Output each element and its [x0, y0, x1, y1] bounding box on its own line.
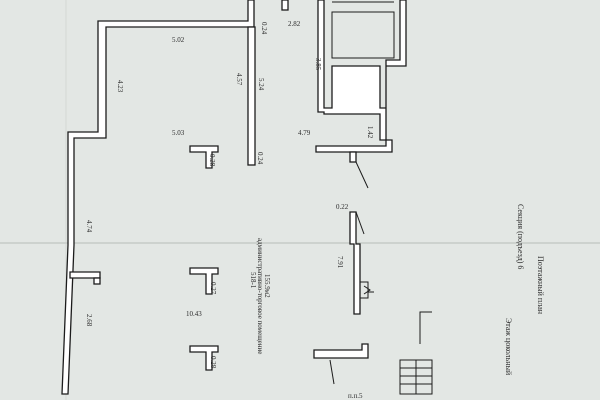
partition-wall-lower — [349, 211, 361, 315]
interior-wall — [247, 26, 256, 166]
dim-0-27: 0.27 — [209, 282, 217, 295]
room-area: 155.9м2 — [263, 274, 271, 298]
window-notch — [360, 281, 369, 299]
dim-4-79: 4.79 — [298, 129, 311, 137]
room-name: административно-торговое помещение — [256, 238, 264, 354]
door-swing-upper — [355, 161, 369, 189]
right-leader — [419, 311, 432, 344]
dim-10-43: 10.43 — [186, 310, 202, 318]
title-section: Секция (подъезд) 6 — [516, 204, 525, 269]
dim-0-24-mid: 0.24 — [256, 152, 264, 165]
dim-5-24: 5.24 — [257, 78, 265, 91]
column-d — [69, 271, 101, 279]
dim-5-03: 5.03 — [172, 129, 185, 137]
title-floor: Этаж цокольный — [504, 318, 513, 376]
dim-2-68: 2.68 — [85, 314, 93, 327]
partition-wall-upper — [315, 139, 393, 153]
dim-3-85: 3.85 — [314, 58, 322, 71]
wall-stub-upper — [349, 151, 357, 163]
column-c — [189, 345, 219, 371]
dim-0-28-b: 0.28 — [209, 356, 217, 369]
door-swing-lower — [355, 211, 365, 235]
bottom-mark: п.п.5 — [348, 392, 363, 400]
room-number: 518-1 — [249, 272, 257, 289]
column-stub-top — [281, 0, 289, 11]
notch-arrow — [363, 285, 371, 295]
dim-1-42: 1.42 — [366, 126, 374, 139]
dim-5-02: 5.02 — [172, 36, 185, 44]
dim-7-91: 7.91 — [336, 256, 344, 269]
dim-0-28-a: 0.28 — [208, 154, 216, 167]
stair-cell-upper — [331, 11, 395, 59]
outer-wall-left — [61, 0, 255, 395]
lower-leader — [329, 359, 335, 385]
column-b — [189, 267, 219, 295]
dim-0-22: 0.22 — [336, 203, 349, 211]
dim-4-57: 4.57 — [235, 73, 243, 86]
column-d-stub — [93, 277, 101, 285]
dim-4-23: 4.23 — [116, 80, 124, 93]
title-plan-type: Поэтажный план — [536, 256, 545, 315]
stair-block — [317, 0, 407, 141]
dim-0-24-top: 0.24 — [260, 22, 268, 35]
dim-2-82: 2.82 — [288, 20, 301, 28]
column-a — [189, 145, 219, 169]
partition-wall-bottom — [313, 343, 369, 359]
dim-4-74: 4.74 — [85, 220, 93, 233]
